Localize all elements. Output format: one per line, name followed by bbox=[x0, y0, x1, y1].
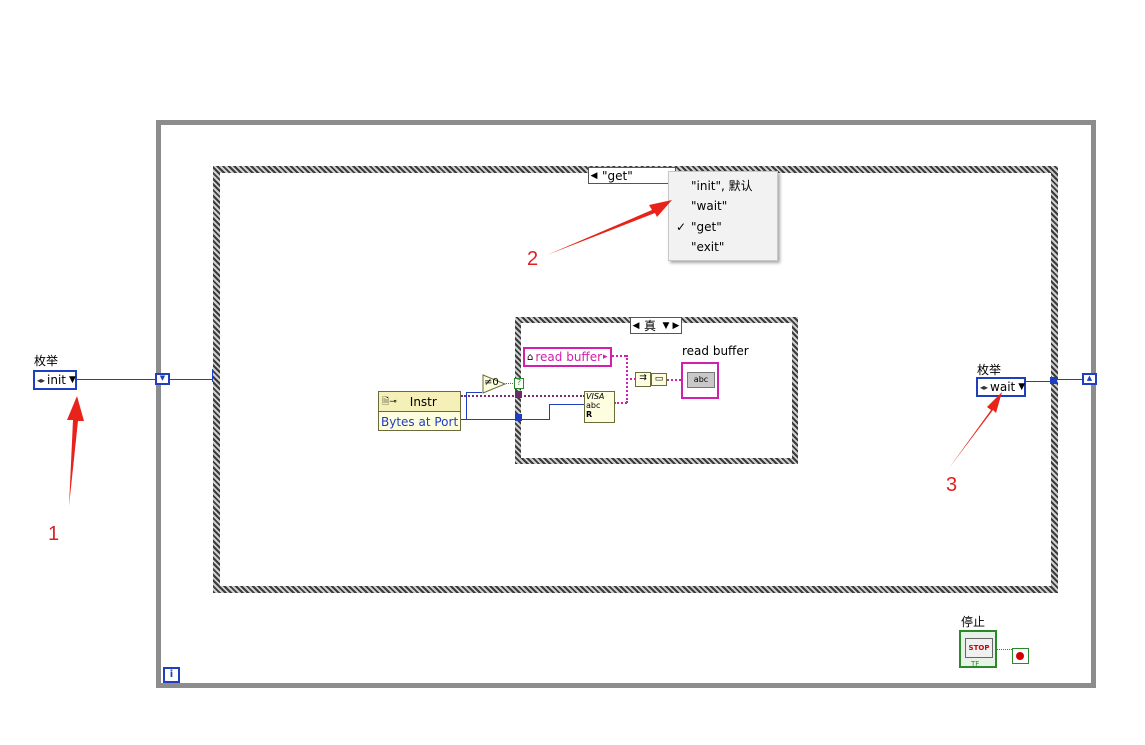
bytes-wire bbox=[461, 419, 520, 420]
stop-if-true-icon bbox=[1016, 652, 1024, 660]
indicator-icon-text: abc bbox=[687, 372, 715, 388]
inner-case-selector[interactable]: ◀ 真 ▼ ▶ bbox=[630, 317, 682, 334]
annotation-label-1: 1 bbox=[48, 523, 60, 545]
increment-arrows-icon: ◂▸ bbox=[980, 382, 989, 392]
left-enum-value: init bbox=[47, 373, 67, 387]
left-shift-register[interactable]: ▼ bbox=[155, 373, 170, 385]
left-enum-label: 枚举 bbox=[34, 354, 59, 368]
chevron-down-icon[interactable]: ▼ bbox=[662, 320, 670, 331]
loop-condition-terminal[interactable] bbox=[1012, 648, 1029, 664]
stop-button-icon: STOP bbox=[965, 638, 993, 658]
annotation-arrow-2 bbox=[547, 200, 672, 255]
chevron-down-icon[interactable]: ▼ bbox=[69, 375, 76, 385]
increment-arrows-icon: ◂▸ bbox=[37, 375, 46, 385]
not-equal-zero-node[interactable]: ≠0 bbox=[482, 374, 507, 394]
compare-node-text: ≠0 bbox=[484, 377, 499, 388]
right-enum-value: wait bbox=[990, 380, 1016, 394]
annotation-label-2: 2 bbox=[527, 248, 539, 270]
right-enum-constant[interactable]: ◂▸ wait ▼ bbox=[976, 377, 1026, 397]
stop-button-terminal[interactable]: STOP TF bbox=[959, 630, 997, 668]
concatenate-strings-output[interactable]: ▭ bbox=[651, 373, 667, 386]
read-buffer-indicator[interactable]: abc bbox=[681, 362, 719, 399]
visa-tunnel[interactable] bbox=[515, 391, 522, 398]
chevron-down-icon[interactable]: ▼ bbox=[1018, 382, 1026, 392]
bytes-wire-compare bbox=[466, 392, 482, 393]
visa-read-line3: R bbox=[586, 410, 593, 419]
inner-case-selector-terminal[interactable]: ? bbox=[514, 378, 524, 389]
stop-label: 停止 bbox=[961, 615, 986, 629]
string-wire-3 bbox=[614, 402, 627, 404]
visa-ref-icon: 🗎⊸ bbox=[382, 396, 397, 407]
string-wire-1 bbox=[612, 355, 626, 357]
outer-case-selected: "get" bbox=[602, 168, 633, 183]
property-node-class: Instr bbox=[409, 394, 437, 409]
bytes-wire-inner bbox=[520, 419, 550, 420]
decrement-arrow-icon[interactable]: ◀ bbox=[590, 170, 598, 181]
menu-item-get[interactable]: "get" bbox=[691, 220, 722, 234]
visa-property-node[interactable]: 🗎⊸ Instr Bytes at Port bbox=[378, 391, 461, 431]
string-wire-4 bbox=[626, 378, 636, 380]
read-buffer-indicator-label: read buffer bbox=[682, 344, 749, 358]
annotation-arrow-3 bbox=[949, 392, 1002, 468]
triangle-right-icon: ▸ bbox=[603, 352, 608, 362]
case-dropdown-menu[interactable]: "init", 默认 "wait" ✓ "get" "exit" bbox=[668, 171, 778, 261]
enum-wire-in bbox=[77, 379, 157, 380]
check-icon: ✓ bbox=[676, 220, 687, 234]
property-node-class-row: 🗎⊸ Instr bbox=[379, 392, 460, 412]
while-loop[interactable] bbox=[156, 120, 1096, 688]
bytes-wire-vertical bbox=[466, 392, 467, 420]
home-icon: ⌂ bbox=[527, 351, 534, 363]
stop-wire bbox=[997, 649, 1012, 651]
string-wire-5 bbox=[667, 379, 681, 381]
compare-triangle-icon bbox=[482, 374, 507, 394]
right-enum-label: 枚举 bbox=[977, 363, 1002, 377]
annotation-label-3: 3 bbox=[946, 474, 958, 496]
decrement-arrow-icon[interactable]: ◀ bbox=[632, 320, 640, 331]
bytes-wire-visa-v bbox=[549, 404, 550, 420]
bytes-wire-visa bbox=[549, 404, 585, 405]
annotation-arrow-1 bbox=[67, 396, 84, 506]
right-shift-register[interactable]: ▲ bbox=[1082, 373, 1097, 385]
visa-ref-wire bbox=[461, 395, 585, 397]
visa-read-node[interactable]: VISA abc R bbox=[584, 391, 615, 423]
menu-item-exit[interactable]: "exit" bbox=[691, 240, 725, 254]
bytes-tunnel[interactable] bbox=[515, 414, 522, 421]
output-tunnel[interactable] bbox=[1050, 377, 1057, 384]
menu-item-init[interactable]: "init", 默认 bbox=[691, 179, 753, 193]
property-node-property[interactable]: Bytes at Port bbox=[381, 414, 459, 429]
enum-wire-out-2 bbox=[1057, 379, 1083, 380]
stop-tf-text: TF bbox=[971, 660, 980, 668]
outer-case-selector[interactable]: ◀ "get" bbox=[588, 167, 676, 184]
local-variable-name: read buffer bbox=[535, 350, 603, 364]
increment-arrow-icon[interactable]: ▶ bbox=[672, 320, 680, 331]
bool-wire bbox=[506, 383, 515, 385]
enum-wire-case bbox=[170, 379, 214, 380]
read-buffer-local-variable[interactable]: ⌂ read buffer ▸ bbox=[523, 347, 612, 367]
left-enum-constant[interactable]: ◂▸ init ▼ bbox=[33, 370, 77, 390]
loop-iteration-terminal: i bbox=[163, 667, 180, 683]
inner-case-structure[interactable] bbox=[515, 317, 798, 464]
concatenate-strings-node[interactable]: ⇉ bbox=[635, 372, 651, 387]
inner-case-selected: 真 bbox=[644, 319, 657, 333]
visa-read-title: VISA bbox=[586, 392, 605, 401]
visa-read-line2: abc bbox=[586, 401, 601, 410]
enum-wire-out-1 bbox=[1026, 381, 1052, 382]
menu-item-wait[interactable]: "wait" bbox=[691, 199, 728, 213]
